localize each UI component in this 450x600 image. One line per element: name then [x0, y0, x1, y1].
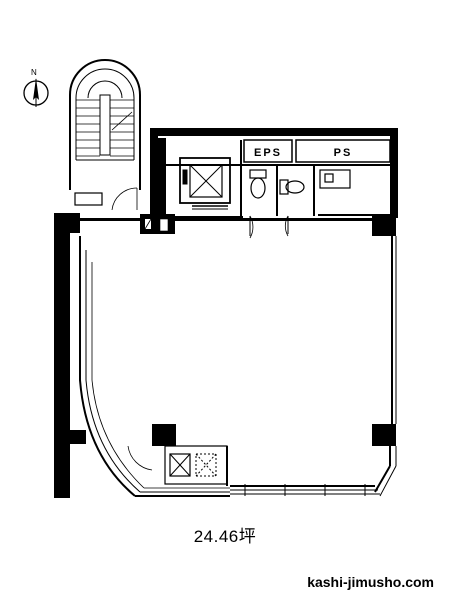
staircase	[69, 59, 141, 211]
eps-label: EPS	[254, 147, 282, 159]
eps-room: EPS	[243, 139, 293, 163]
north-label: N	[31, 68, 37, 77]
columns	[56, 213, 396, 446]
ps-room: PS	[295, 139, 391, 163]
area-label: 24.46坪	[193, 527, 257, 546]
north-compass-icon	[23, 78, 49, 107]
perimeter-walls	[54, 213, 375, 498]
ps-label: PS	[334, 147, 353, 159]
site-watermark: kashi-jimusho.com	[307, 574, 434, 590]
toilet-fixtures	[249, 169, 351, 239]
curved-window-wall	[79, 236, 230, 497]
elevator	[179, 157, 231, 210]
service-core	[150, 128, 398, 218]
bottom-shaft	[127, 445, 228, 486]
